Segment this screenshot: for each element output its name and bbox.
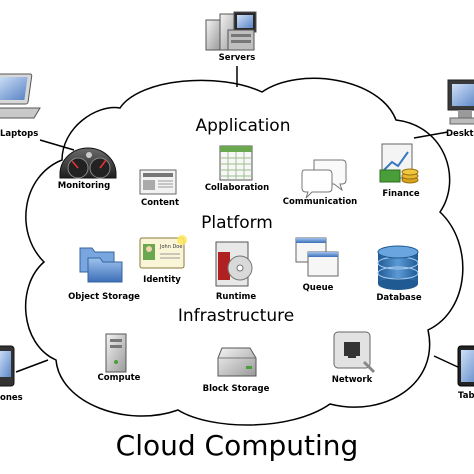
id-card-icon: John Doe (139, 235, 187, 269)
tablet-icon (457, 345, 474, 387)
gauge-icon (59, 147, 117, 179)
phone-icon (0, 345, 15, 387)
application-heading: Application (195, 116, 291, 136)
server-icon (205, 11, 257, 51)
connector-lines (15, 66, 461, 373)
folder-icon (79, 247, 123, 283)
chat-bubbles-icon (301, 159, 347, 199)
spreadsheet-icon (219, 145, 253, 181)
hard-drive-icon (217, 347, 257, 377)
runtime-label: Runtime (215, 292, 257, 302)
infrastructure-heading: Infrastructure (177, 306, 295, 326)
phones-label: ones (0, 393, 23, 403)
newspaper-icon (139, 169, 177, 195)
id-card-name: John Doe (159, 244, 182, 250)
block-storage-label: Block Storage (202, 384, 270, 394)
content-label: Content (140, 198, 180, 208)
queue-label: Queue (302, 283, 334, 293)
finance-label: Finance (382, 189, 420, 199)
servers-label: Servers (218, 53, 256, 63)
network-label: Network (331, 375, 373, 385)
desktops-label: Deskt (446, 129, 474, 139)
ethernet-icon (333, 331, 376, 374)
object-storage-label: Object Storage (68, 292, 140, 302)
laptops-label: Laptops (0, 129, 39, 139)
platform-heading: Platform (201, 213, 273, 233)
cd-box-icon (215, 241, 253, 287)
collaboration-label: Collaboration (204, 183, 270, 193)
database-label: Database (376, 293, 422, 303)
identity-label: Identity (143, 275, 181, 285)
tower-icon (105, 333, 127, 373)
compute-label: Compute (97, 373, 141, 383)
diagram-title: Cloud Computing (115, 429, 359, 462)
tablets-label: Tab (458, 391, 474, 401)
communication-label: Communication (282, 197, 358, 207)
windows-icon (295, 237, 339, 277)
monitoring-label: Monitoring (57, 181, 111, 191)
finance-chart-icon (379, 143, 419, 184)
laptop-icon (0, 73, 41, 119)
desktop-icon (447, 79, 474, 125)
database-icon (377, 245, 419, 290)
